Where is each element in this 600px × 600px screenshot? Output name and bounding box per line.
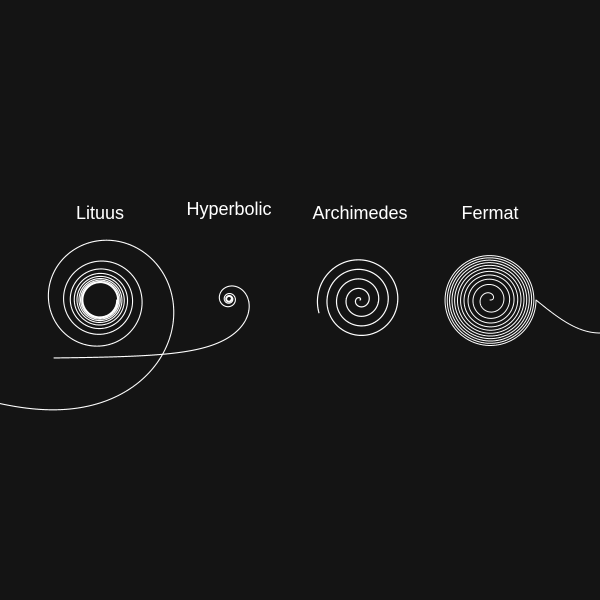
fermat-spiral-curve bbox=[444, 255, 600, 346]
lituus-spiral-curve bbox=[0, 239, 175, 411]
hyperbolic-spiral-curve bbox=[53, 285, 250, 359]
archimedes-spiral-curve bbox=[316, 259, 399, 337]
hyperbolic-label: Hyperbolic bbox=[186, 199, 272, 219]
archimedes-label: Archimedes bbox=[312, 203, 408, 223]
lituus-label: Lituus bbox=[75, 203, 125, 223]
fermat-label: Fermat bbox=[461, 203, 519, 223]
